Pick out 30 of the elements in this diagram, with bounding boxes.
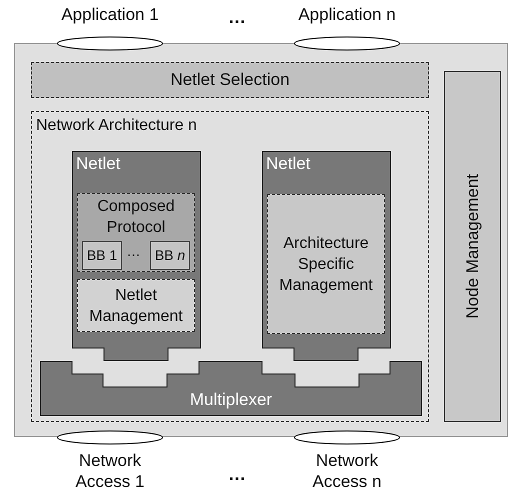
port-label: Network Access n [312,450,382,492]
block-label: Multiplexer [190,388,272,410]
netlet-block [262,151,391,361]
block-label: Netlet [75,153,122,174]
management-box [77,279,195,332]
port-label: Network Access 1 [74,450,146,492]
protocol-box [77,193,195,272]
node-management-bar [444,71,501,422]
selection-box [31,62,429,98]
box-label: Netlet Selection [170,69,290,92]
box-label: BB n [154,246,186,265]
netlet-block [72,151,201,361]
management-box [267,194,385,334]
ellipsis-label: … [227,462,247,486]
building-block-box [82,241,122,270]
outer-frame [14,43,508,437]
ellipsis-label: … [227,6,247,28]
frame-label: Network Architecture n [36,116,197,136]
box-label: BB 1 [86,246,118,265]
port-label: Application 1 [61,4,159,26]
box-label: Netlet Management [88,286,184,326]
box-label: Composed Protocol [96,197,176,238]
port-label: Application n [298,4,396,26]
box-label: Architecture Specific Management [278,234,374,296]
multiplexer-block [40,361,422,416]
architecture-frame [31,111,429,422]
bar-label: Node Management [462,174,483,319]
ellipsis-label: … [126,242,142,260]
building-block-box [150,241,190,270]
block-label: Netlet [265,153,312,174]
